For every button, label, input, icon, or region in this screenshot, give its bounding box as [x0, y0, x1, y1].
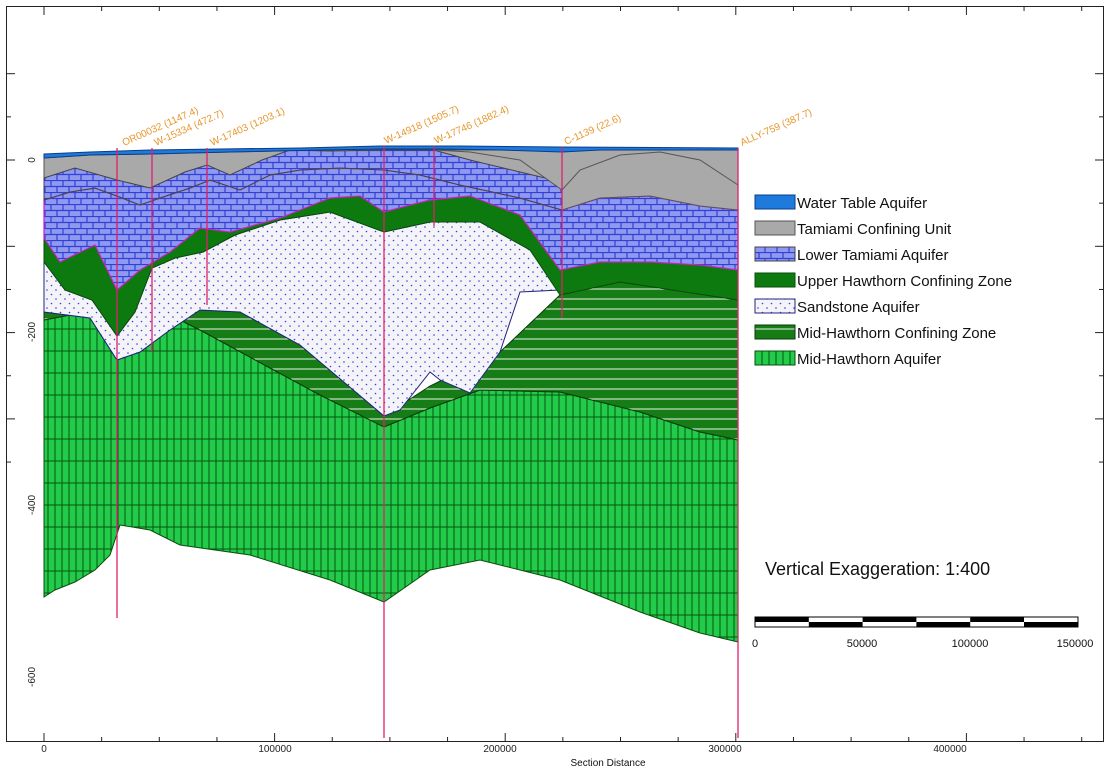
vertical-exaggeration-label: Vertical Exaggeration: 1:400: [765, 559, 990, 579]
legend-label: Lower Tamiami Aquifer: [797, 247, 948, 264]
legend-label: Mid-Hawthorn Aquifer: [797, 351, 941, 368]
legend-label: Tamiami Confining Unit: [797, 221, 952, 238]
x-axis-tick-labels: 0 100000 200000 300000 400000: [41, 744, 967, 755]
x-tick-label: 0: [41, 744, 47, 755]
legend-item-mid-hawthorn-aquifer: Mid-Hawthorn Aquifer: [754, 350, 941, 368]
legend-item-tamiami-confining-unit: Tamiami Confining Unit: [754, 220, 952, 238]
y-tick-label: -200: [27, 322, 38, 342]
x-tick-label: 300000: [708, 744, 742, 755]
x-axis-title: Section Distance: [570, 758, 645, 769]
legend-label: Upper Hawthorn Confining Zone: [797, 273, 1012, 290]
legend-swatch: [754, 350, 796, 366]
scale-label: 0: [752, 638, 758, 650]
legend-swatch: [754, 246, 796, 262]
axis-ticks: [7, 7, 1103, 741]
scale-label: 150000: [1057, 638, 1094, 650]
legend-item-lower-tamiami-aquifer: Lower Tamiami Aquifer: [754, 246, 948, 264]
legend-label: Sandstone Aquifer: [797, 299, 920, 316]
legend-swatch: [754, 298, 796, 314]
legend-swatch: [754, 220, 796, 236]
scale-bar: 0 50000 100000 150000: [752, 616, 1094, 650]
lower-tamiami-upper-bulge: [43, 149, 563, 211]
legend-label: Mid-Hawthorn Confining Zone: [797, 325, 996, 342]
x-tick-label: 400000: [933, 744, 967, 755]
y-tick-label: -600: [27, 667, 38, 687]
x-tick-label: 200000: [483, 744, 517, 755]
strata-group: [43, 145, 739, 643]
water-table-aquifer-layer: [43, 145, 739, 159]
scale-label: 100000: [952, 638, 989, 650]
legend-label: Water Table Aquifer: [797, 195, 927, 212]
legend-item-upper-hawthorn-confining-zone: Upper Hawthorn Confining Zone: [754, 272, 1012, 290]
legend: Water Table Aquifer Tamiami Confining Un…: [754, 194, 1012, 368]
legend-item-sandstone-aquifer: Sandstone Aquifer: [754, 298, 920, 316]
y-tick-label: 0: [27, 157, 38, 163]
legend-item-mid-hawthorn-confining-zone: Mid-Hawthorn Confining Zone: [754, 324, 996, 342]
legend-item-water-table-aquifer: Water Table Aquifer: [754, 194, 927, 212]
legend-swatch: [754, 194, 796, 210]
x-tick-label: 100000: [258, 744, 292, 755]
well-lines: [116, 146, 739, 738]
y-axis-tick-labels: 0 -200 -400 -600: [27, 157, 38, 687]
legend-swatch: [754, 272, 796, 288]
scale-label: 50000: [847, 638, 878, 650]
y-tick-label: -400: [27, 495, 38, 515]
legend-swatch: [754, 324, 796, 340]
